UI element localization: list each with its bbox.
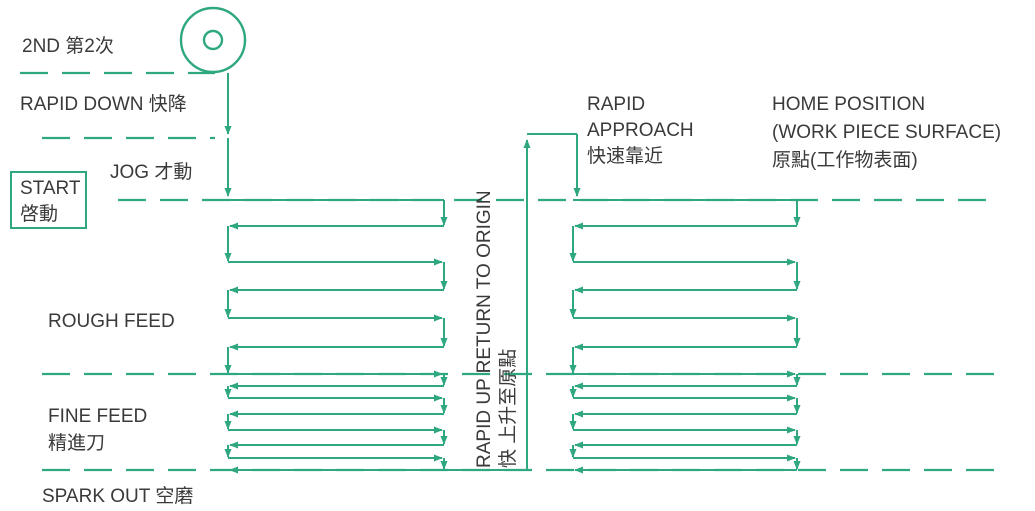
home-position-label-2: (WORK PIECE SURFACE): [772, 122, 1001, 143]
right-feed-zigzag: [569, 199, 801, 474]
start-box: [10, 171, 87, 229]
start-label-en: START: [20, 178, 81, 199]
home-position-label-1: HOME POSITION: [772, 94, 925, 115]
rapid-up-labels: RAPID UP RETURN TO ORIGIN 快 上升至原點: [474, 190, 519, 468]
home-position-label-zh: 原點(工作物表面): [772, 149, 918, 171]
rapid-down-label: RAPID DOWN 快降: [20, 93, 187, 115]
jog-label: JOG 才動: [110, 161, 192, 183]
left-feed-zigzag: [224, 199, 448, 474]
fine-feed-label-en: FINE FEED: [48, 406, 147, 427]
fine-feed-label-zh: 精進刀: [48, 432, 105, 454]
grinding-wheel-icon: [179, 6, 247, 74]
rapid-up-label-zh: 快 上升至原點: [497, 349, 519, 468]
rough-feed-label: ROUGH FEED: [48, 311, 175, 332]
rapid-approach-label-1: RAPID: [587, 94, 645, 115]
rapid-approach-label-2: APPROACH: [587, 120, 694, 141]
rapid-approach-label-zh: 快速靠近: [587, 145, 663, 167]
start-label-zh: 啓動: [20, 203, 58, 225]
second-pass-label: 2ND 第2次: [22, 35, 114, 57]
rapid-up-label-en: RAPID UP RETURN TO ORIGIN: [474, 190, 495, 468]
spark-out-label: SPARK OUT 空磨: [42, 485, 193, 507]
